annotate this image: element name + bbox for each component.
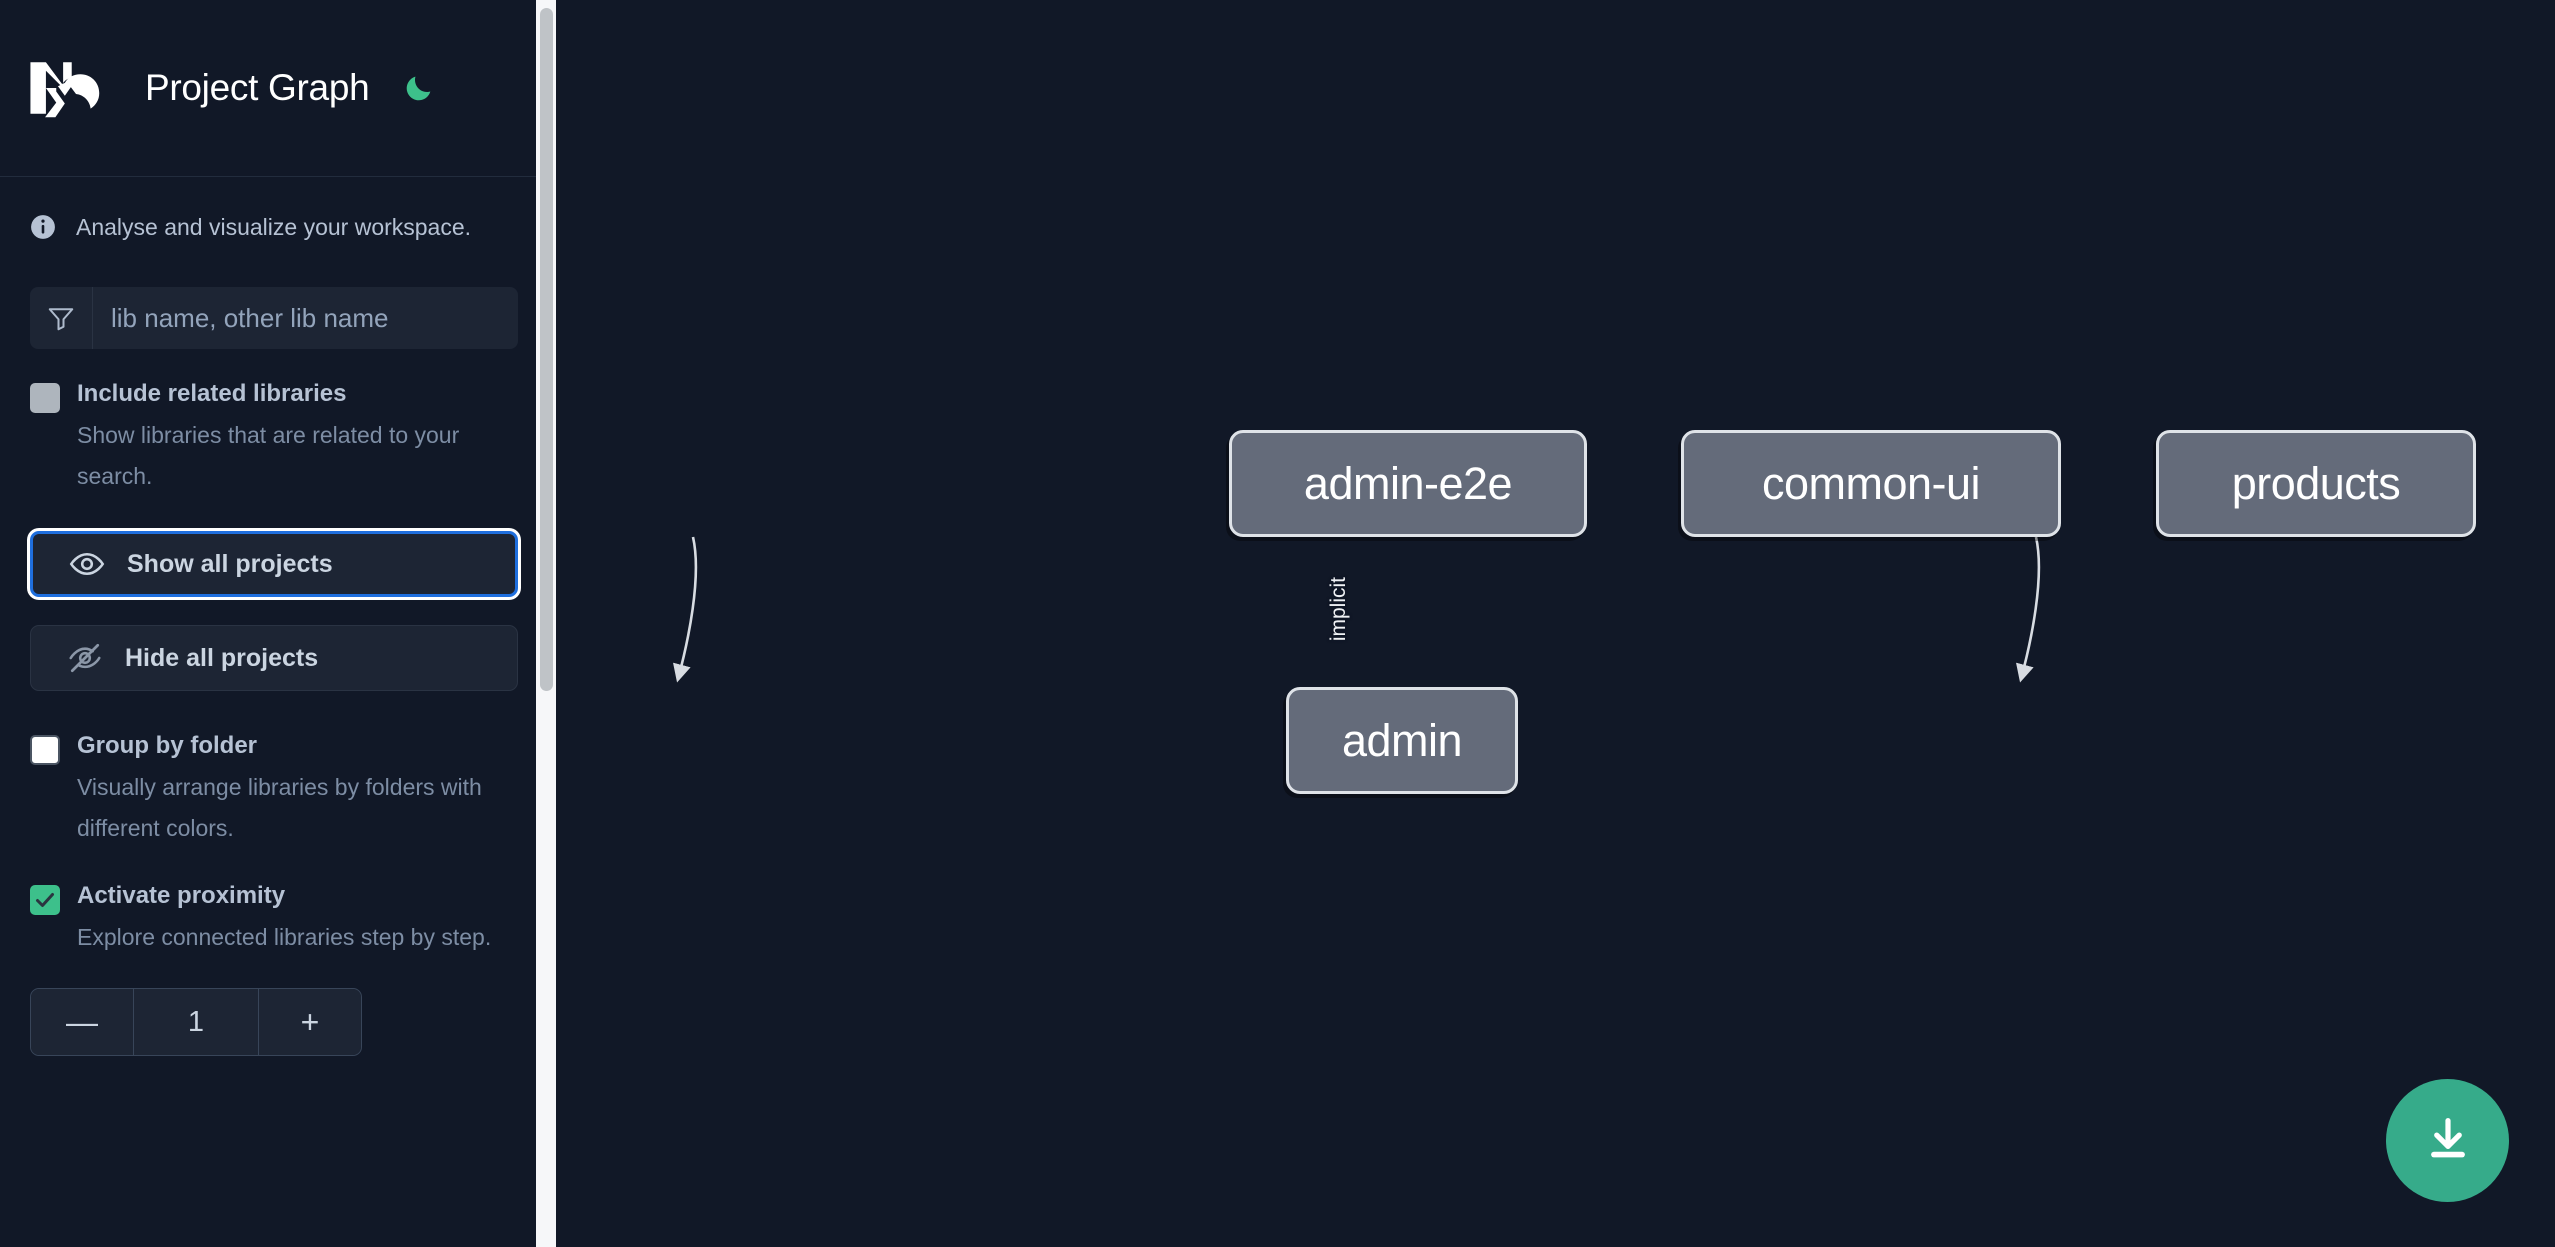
show-all-projects-wrap: Show all projects [0,531,548,597]
sidebar-scrollbar[interactable] [536,0,556,1247]
option-body: Include related libraries Show libraries… [77,379,518,497]
hide-all-projects-label: Hide all projects [125,643,319,672]
graph-node-common-ui[interactable]: common-ui [1681,430,2061,537]
option-title: Group by folder [77,732,257,759]
activate-proximity-checkbox[interactable] [30,885,60,915]
checkbox-unchecked-icon [30,735,60,765]
search-input[interactable] [93,287,518,349]
edge-label-admin-implicit: implicit [1327,577,1350,642]
moon-icon[interactable] [399,68,439,108]
option-description: Visually arrange libraries by folders wi… [77,774,482,841]
show-all-projects-label: Show all projects [127,549,333,578]
info-icon [30,214,56,240]
sidebar-scrollbar-thumb[interactable] [540,8,553,691]
hide-all-projects-wrap: Hide all projects [0,625,548,691]
checkbox-disabled-icon [30,383,60,413]
search-box[interactable] [30,287,518,349]
filter-icon[interactable] [30,287,93,349]
option-group-by-folder[interactable]: Group by folder Visually arrange librari… [0,731,548,849]
eye-icon [69,546,105,582]
option-include-related-libraries[interactable]: Include related libraries Show libraries… [0,379,548,497]
graph-viewport: implicit implicit admin-e2e common-ui pr… [556,0,2555,1247]
option-title: Activate proximity [77,882,286,909]
option-title: Include related libraries [77,380,347,407]
stepper-decrement-button[interactable]: — [31,989,134,1055]
option-body: Activate proximity Explore connected lib… [77,881,518,958]
workspace-blurb-text: Analyse and visualize your workspace. [76,213,472,240]
workspace-blurb: Analyse and visualize your workspace. [0,177,548,277]
search-row [0,287,548,349]
stepper-increment-button[interactable]: + [258,989,361,1055]
nx-logo-icon [27,57,113,119]
hide-all-projects-button[interactable]: Hide all projects [30,625,518,691]
eye-off-icon [67,640,103,676]
show-all-projects-button[interactable]: Show all projects [30,531,518,597]
option-activate-proximity[interactable]: Activate proximity Explore connected lib… [0,881,548,958]
download-icon [2422,1113,2474,1168]
download-button[interactable] [2386,1079,2509,1202]
sidebar-scroll-content: Project Graph Analyse and visualize your… [0,0,548,1247]
option-description: Show libraries that are related to your … [77,422,460,489]
checkbox-checked-icon [30,885,60,915]
stepper-value: 1 [134,989,258,1055]
option-body: Group by folder Visually arrange librari… [77,731,518,849]
include-related-libraries-checkbox[interactable] [30,383,60,413]
graph-edges [673,536,2041,683]
option-description: Explore connected libraries step by step… [77,924,492,950]
graph-node-admin[interactable]: admin [1286,687,1518,794]
group-by-folder-checkbox[interactable] [30,735,60,765]
graph-node-admin-e2e[interactable]: admin-e2e [1229,430,1587,537]
page-title: Project Graph [145,67,370,108]
graph-node-products[interactable]: products [2156,430,2476,537]
sidebar: Project Graph Analyse and visualize your… [0,0,556,1247]
graph-canvas[interactable]: implicit implicit admin-e2e common-ui pr… [556,0,2555,1247]
proximity-stepper-wrap: — 1 + [0,988,548,1056]
sidebar-header: Project Graph [0,0,548,177]
proximity-stepper[interactable]: — 1 + [30,988,362,1056]
